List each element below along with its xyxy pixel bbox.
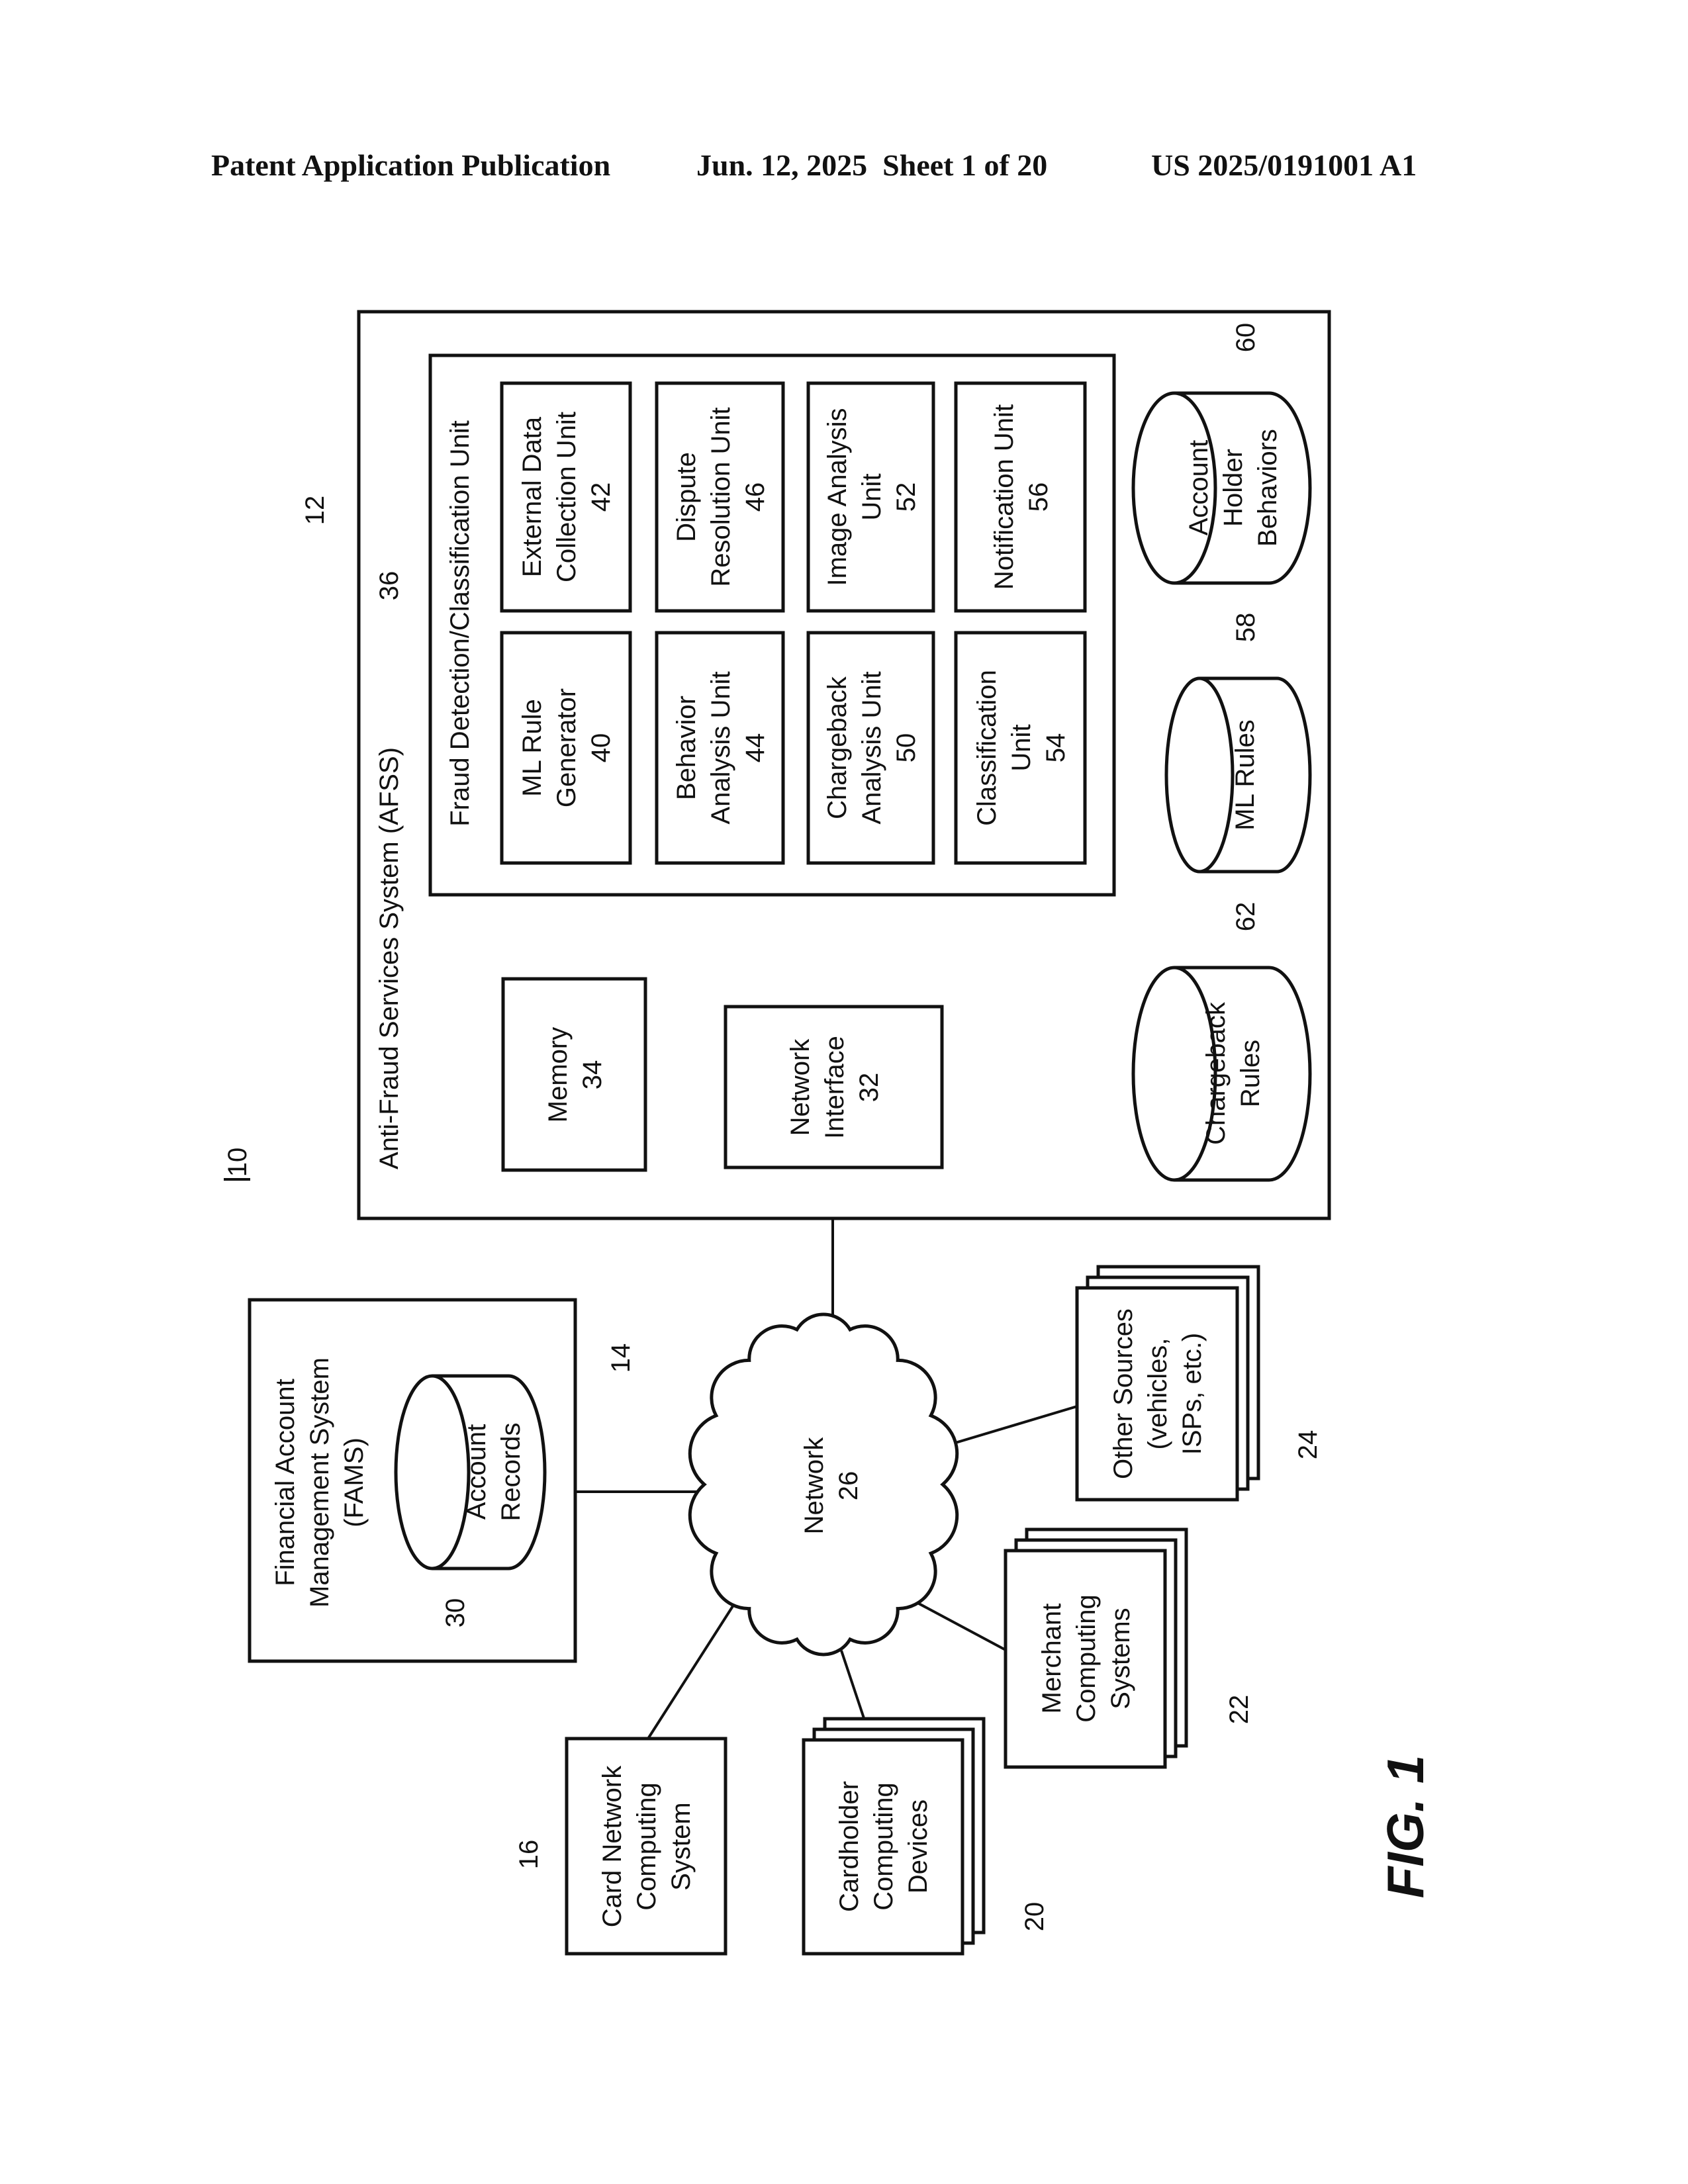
ref-36-line: 36 <box>375 571 404 601</box>
header-date-sheet: Jun. 12, 2025 Sheet 1 of 20 <box>696 148 1047 182</box>
network-interface-label-line: Network <box>786 1038 815 1136</box>
line-cardnetwork-network <box>648 1599 737 1739</box>
memory-box <box>503 979 645 1170</box>
network-label-line: 26 <box>834 1471 863 1501</box>
ref-62: 62 <box>1231 902 1260 932</box>
cardholder-label-line: Computing <box>869 1782 898 1910</box>
unit-notification-line: Notification Unit <box>990 404 1019 590</box>
account-holder-behaviors-label-line: Behaviors <box>1253 429 1282 547</box>
ref-14-line: 14 <box>606 1343 635 1373</box>
afss-label-line: Anti-Fraud Services System (AFSS) <box>375 747 404 1169</box>
ref-16-line: 16 <box>514 1840 543 1870</box>
unit-notification-line: 56 <box>1024 482 1053 512</box>
unit-ml-rule-generator-line: ML Rule <box>518 699 547 796</box>
memory-label-line: 34 <box>578 1060 607 1090</box>
unit-classification-line: 54 <box>1041 733 1070 763</box>
fdcu-label: Fraud Detection/Classification Unit <box>445 420 475 827</box>
chargeback-rules-label-line: Chargeback <box>1201 1001 1231 1145</box>
ml-rules-label-line: ML Rules <box>1231 719 1260 830</box>
unit-behavior-analysis-line: Behavior <box>672 696 701 800</box>
ref-14: 14 <box>606 1343 635 1373</box>
merchant-label: MerchantComputingSystems <box>1037 1594 1135 1722</box>
account-holder-behaviors-label-line: Account <box>1184 440 1213 536</box>
ref-10: 10 <box>223 1148 252 1177</box>
ref-62-line: 62 <box>1231 902 1260 932</box>
other-sources-label-line: ISPs, etc.) <box>1178 1333 1207 1455</box>
unit-chargeback-analysis-line: Analysis Unit <box>857 671 886 824</box>
chargeback-rules-label-line: Rules <box>1236 1040 1265 1107</box>
unit-external-data-line: Collection Unit <box>552 412 581 582</box>
header-publication: Patent Application Publication <box>211 148 610 182</box>
unit-box <box>956 383 1085 611</box>
unit-classification-line: Unit <box>1007 724 1036 771</box>
cardholder-label-line: Cardholder <box>835 1781 864 1912</box>
ml-rules-label: ML Rules <box>1231 719 1260 830</box>
fdcu-label-line: Fraud Detection/Classification Unit <box>445 420 475 827</box>
unit-external-data-line: External Data <box>518 416 547 577</box>
unit-ml-rule-generator-line: Generator <box>552 688 581 807</box>
unit-classification-line: Classification <box>972 670 1002 826</box>
ref-20-line: 20 <box>1020 1902 1049 1932</box>
unit-ml-rule-generator-line: 40 <box>586 733 616 763</box>
other-sources-label-line: Other Sources <box>1109 1308 1138 1479</box>
line-other-network <box>940 1406 1077 1447</box>
ref-10-line: 10 <box>223 1148 252 1177</box>
merchant-label-line: Systems <box>1106 1608 1135 1709</box>
account-holder-behaviors-label-line: Holder <box>1219 449 1248 527</box>
afss-label: Anti-Fraud Services System (AFSS) <box>375 747 404 1169</box>
unit-chargeback-analysis-line: 50 <box>892 733 921 763</box>
ref-60-line: 60 <box>1231 323 1260 353</box>
ref-24: 24 <box>1293 1430 1323 1460</box>
header-patent-number: US 2025/0191001 A1 <box>1151 148 1417 182</box>
card-network-label-line: System <box>667 1802 696 1890</box>
ref-30: 30 <box>441 1598 470 1628</box>
ref-60: 60 <box>1231 323 1260 353</box>
card-network-label-line: Computing <box>632 1782 661 1910</box>
ref-22: 22 <box>1225 1695 1254 1725</box>
unit-image-analysis-line: 52 <box>892 482 921 512</box>
unit-behavior-analysis-line: 44 <box>741 733 770 763</box>
fams-label-line: Management System <box>305 1357 334 1608</box>
unit-dispute-resolution-line: Resolution Unit <box>706 407 735 586</box>
unit-chargeback-analysis-line: Chargeback <box>823 676 852 819</box>
card-network-label-line: Card Network <box>598 1765 627 1928</box>
ref-24-line: 24 <box>1293 1430 1323 1460</box>
unit-behavior-analysis-line: Analysis Unit <box>706 671 735 824</box>
unit-dispute-resolution-line: Dispute <box>672 452 701 542</box>
unit-external-data-line: 42 <box>586 482 616 512</box>
merchant-label-line: Merchant <box>1037 1604 1066 1714</box>
cardholder-label: CardholderComputingDevices <box>835 1781 933 1912</box>
figure-label: FIG. 1 <box>1376 1755 1434 1899</box>
cardholder-label-line: Devices <box>904 1799 933 1893</box>
ref-36: 36 <box>375 571 404 601</box>
ref-12: 12 <box>301 496 330 525</box>
network-interface-label-line: 32 <box>855 1073 884 1103</box>
unit-image-analysis-line: Unit <box>857 473 886 520</box>
memory-label-line: Memory <box>543 1027 573 1122</box>
other-sources-label-line: (vehicles, <box>1143 1338 1172 1450</box>
unit-dispute-resolution-line: 46 <box>741 482 770 512</box>
ref-58: 58 <box>1231 613 1260 643</box>
network-label-line: Network <box>800 1437 829 1535</box>
ref-22-line: 22 <box>1225 1695 1254 1725</box>
ref-12-line: 12 <box>301 496 330 525</box>
fams-label-line: Financial Account <box>271 1379 300 1586</box>
account-records-label-line: Account <box>462 1424 491 1520</box>
ref-20: 20 <box>1020 1902 1049 1932</box>
ref-58-line: 58 <box>1231 613 1260 643</box>
network-interface-label-line: Interface <box>820 1036 849 1139</box>
ref-16: 16 <box>514 1840 543 1870</box>
merchant-label-line: Computing <box>1072 1594 1101 1722</box>
fams-label-line: (FAMS) <box>340 1437 369 1527</box>
ref-30-line: 30 <box>441 1598 470 1628</box>
unit-image-analysis-line: Image Analysis <box>823 408 852 586</box>
account-records-label-line: Records <box>496 1423 526 1522</box>
line-merchant-network <box>910 1599 1006 1650</box>
